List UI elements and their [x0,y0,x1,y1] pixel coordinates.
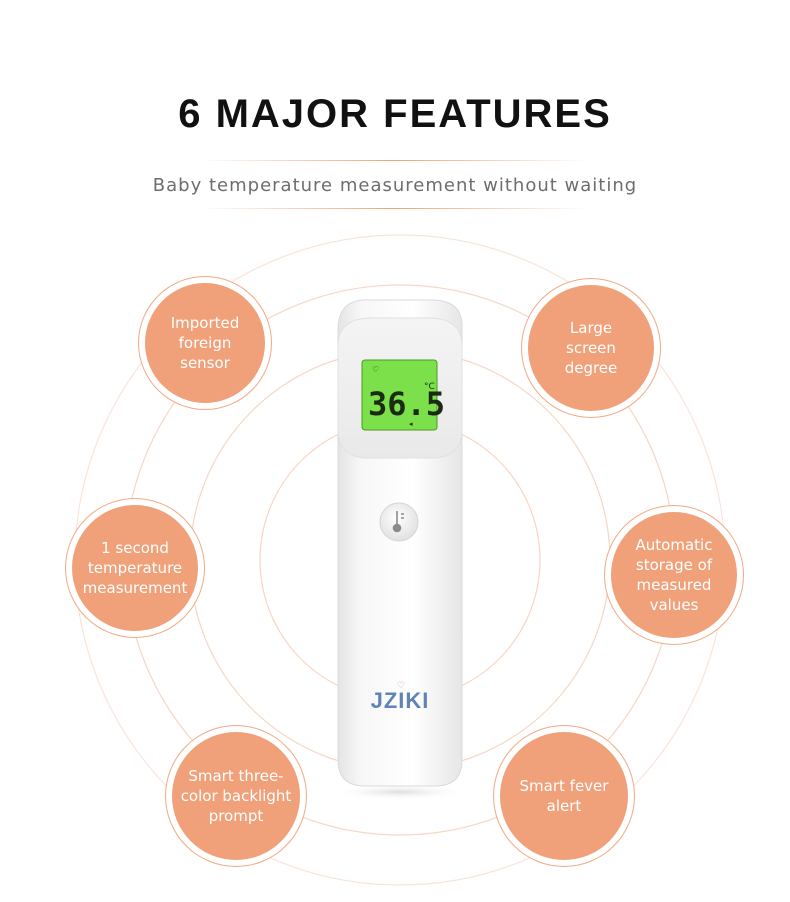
lcd-reading: 36.5 [368,385,445,423]
page-title: 6 MAJOR FEATURES [178,92,612,136]
feature-bubble-screen: Large screen degree [528,285,654,411]
feature-label-fever: Smart fever alert [519,777,609,815]
feature-bubble-storage: Automatic storage of measured values [611,512,737,638]
feature-bubble-fever: Smart fever alert [500,732,628,860]
feature-bubble-speed: 1 second temperature measurement [72,505,198,631]
feature-label-storage: Automatic storage of measured values [635,536,713,614]
speaker-icon: ◂ [409,420,413,428]
device-shadow [330,784,470,800]
feature-bubble-backlight: Smart three- color backlight prompt [172,732,300,860]
measure-button [379,502,419,542]
thermometer-icon [392,511,404,533]
feature-label-speed: 1 second temperature measurement [82,539,188,597]
title-divider-top [200,160,590,161]
brand-heart-icon: ♡ [397,681,405,691]
feature-label-sensor: Imported foreign sensor [170,314,240,372]
page-subtitle: Baby temperature measurement without wai… [152,175,638,196]
feature-label-backlight: Smart three- color backlight prompt [180,767,292,825]
feature-bubble-sensor: Imported foreign sensor [145,283,265,403]
brand-logo: JZIKI [371,688,430,713]
lcd-unit: °C [424,382,435,392]
title-divider-bottom [200,208,590,209]
lcd-screen [362,360,437,430]
lcd-mode-icon: ♡ [372,365,379,374]
feature-label-screen: Large screen degree [564,319,618,377]
